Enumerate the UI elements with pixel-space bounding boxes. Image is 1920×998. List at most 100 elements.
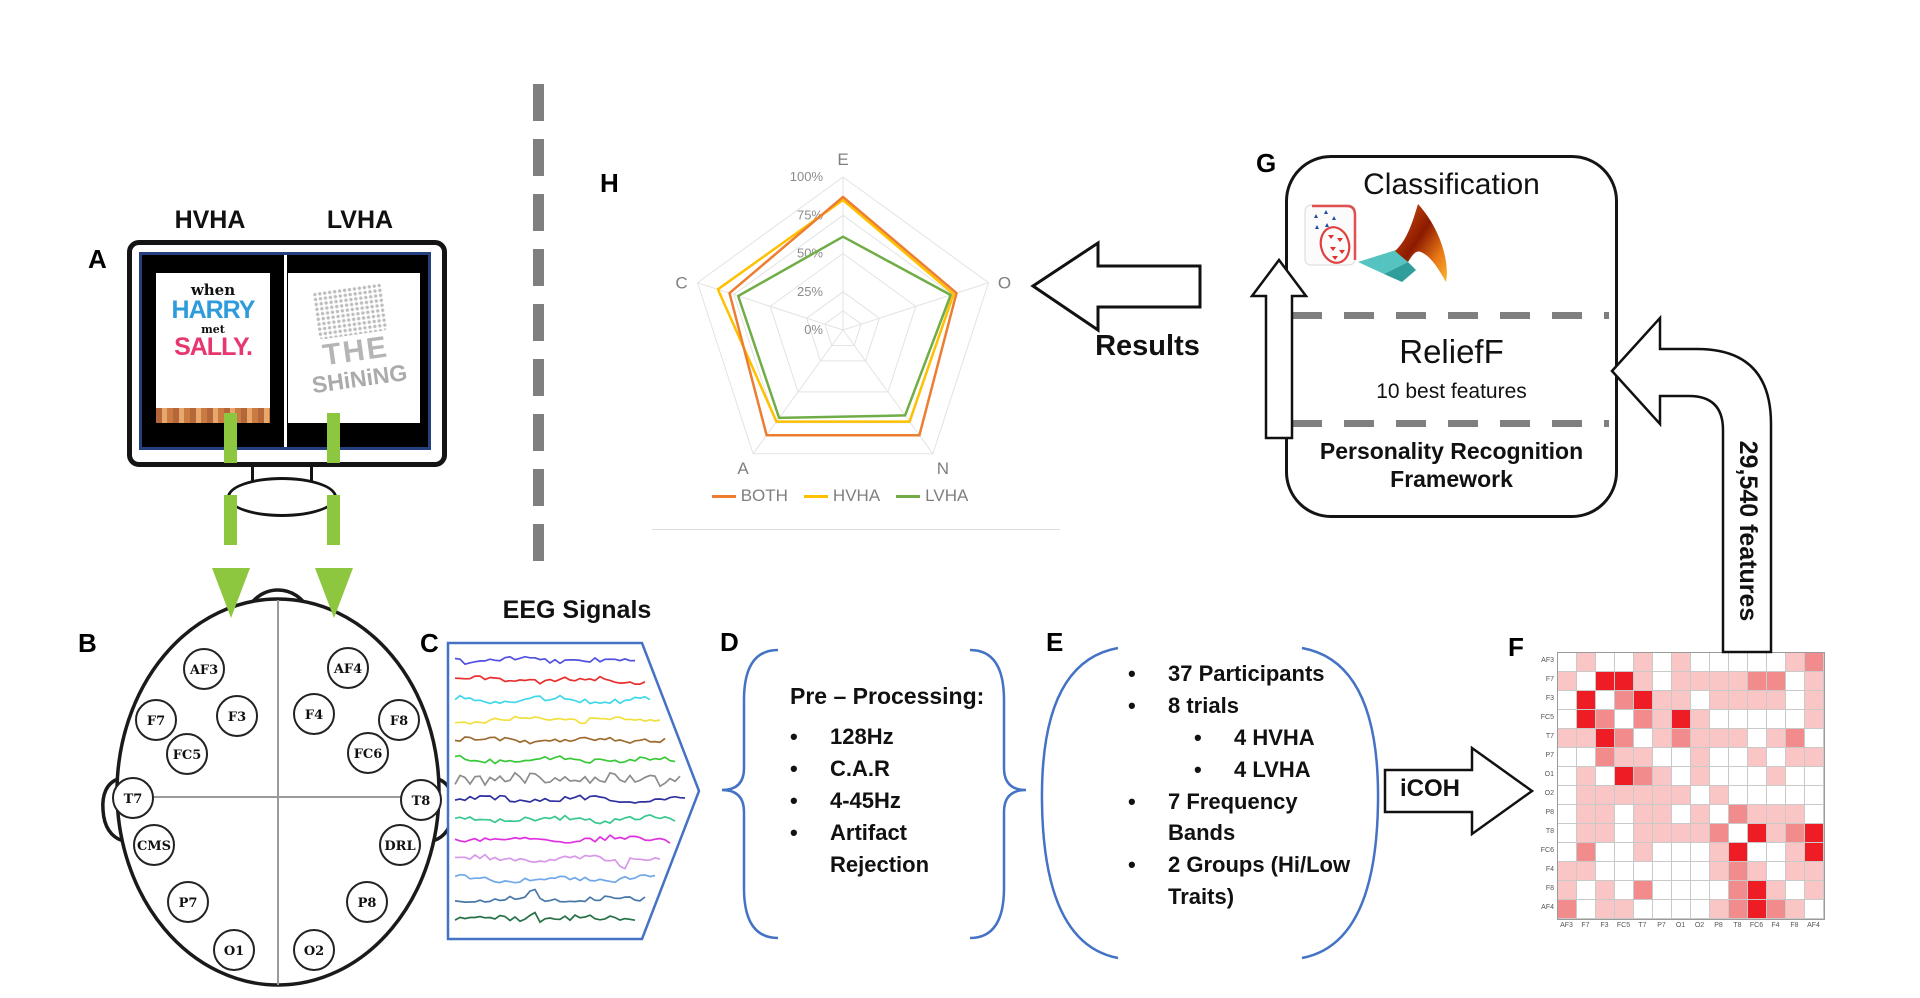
heatmap-cell xyxy=(1577,672,1596,691)
heatmap-cell xyxy=(1558,805,1577,824)
electrode-label: P7 xyxy=(179,896,198,911)
heatmap-cell xyxy=(1748,672,1767,691)
heatmap-cell xyxy=(1672,729,1691,748)
heatmap-row-label: O2 xyxy=(1544,790,1554,797)
experiment-item-text: 37 Participants xyxy=(1168,661,1325,686)
electrode-label: T7 xyxy=(124,792,143,807)
heatmap-cell xyxy=(1558,748,1577,767)
heatmap-cell xyxy=(1786,691,1805,710)
condition-label-lvha: LVHA xyxy=(326,206,394,234)
bullet: • xyxy=(1128,661,1136,686)
heatmap-cell xyxy=(1672,881,1691,900)
results-arrow-label: Results xyxy=(1095,330,1200,362)
heatmap-col-label: FC6 xyxy=(1749,922,1764,929)
heatmap-cell xyxy=(1691,653,1710,672)
bullet: • xyxy=(1128,788,1136,814)
heatmap-cell xyxy=(1710,672,1729,691)
eeg-trace xyxy=(454,911,636,924)
heatmap-row-label: P8 xyxy=(1545,809,1554,816)
heatmap-cell xyxy=(1634,672,1653,691)
electrode-label: FC5 xyxy=(173,748,202,763)
heatmap-cell xyxy=(1634,710,1653,729)
heatmap-cell xyxy=(1672,672,1691,691)
radar-tick-label: 25% xyxy=(797,284,823,299)
radar-axis-label: E xyxy=(837,150,848,169)
radar-gridline xyxy=(769,252,917,393)
heatmap-cell xyxy=(1729,672,1748,691)
heatmap-cell xyxy=(1577,805,1596,824)
heatmap-col-label: T8 xyxy=(1733,922,1742,929)
matlab-membrane xyxy=(1395,204,1447,282)
poster-left-line1: when xyxy=(190,281,236,299)
heatmap-cell xyxy=(1805,881,1824,900)
heatmap-cell xyxy=(1710,843,1729,862)
eeg-trace xyxy=(454,771,681,788)
heatmap-row-label: FC5 xyxy=(1540,714,1554,721)
heatmap-cell xyxy=(1786,767,1805,786)
heatmap-cell xyxy=(1615,729,1634,748)
electrode-t8 xyxy=(400,779,442,821)
experiment-item: •4 HVHA xyxy=(1194,722,1363,754)
heatmap-col-label: P7 xyxy=(1657,922,1666,929)
heatmap-cell xyxy=(1577,748,1596,767)
legend-label: HVHA xyxy=(832,486,881,505)
heatmap-cell xyxy=(1786,729,1805,748)
eeg-trace xyxy=(454,834,671,844)
legend-item-both: BOTH xyxy=(711,486,788,506)
electrode-fc5 xyxy=(166,733,208,775)
heatmap-cell xyxy=(1653,767,1672,786)
heatmap-cell xyxy=(1748,805,1767,824)
heatmap-cell xyxy=(1748,843,1767,862)
matlab-wing-dark xyxy=(1384,262,1416,282)
green-arrow-right-segment xyxy=(327,413,340,463)
legend-item-hvha: HVHA xyxy=(803,486,881,506)
eeg-trace xyxy=(454,736,666,745)
green-arrow-left-segment xyxy=(224,495,237,545)
experiment-item: •8 trials xyxy=(1128,690,1363,722)
heatmap-cell xyxy=(1615,881,1634,900)
bullet: • xyxy=(1194,756,1202,782)
poster-left-line4: SALLY. xyxy=(174,332,253,361)
radar-axis-label: A xyxy=(737,459,749,478)
heatmap-cell xyxy=(1786,843,1805,862)
radar-gridline xyxy=(824,310,862,346)
eeg-trace xyxy=(454,694,651,705)
heatmap-cell xyxy=(1786,653,1805,672)
heatmap-row-label: FC6 xyxy=(1540,847,1554,854)
panel-g-label: G xyxy=(1256,148,1277,178)
radar-series-both xyxy=(728,195,958,437)
heatmap-cell xyxy=(1710,900,1729,919)
bullet: • xyxy=(1128,692,1136,718)
heatmap-cell xyxy=(1596,672,1615,691)
radar-gridline xyxy=(696,176,990,455)
heatmap-cell xyxy=(1710,862,1729,881)
experiment-item-text: 7 Frequency Bands xyxy=(1168,788,1298,846)
heatmap-cell xyxy=(1558,767,1577,786)
classification-title: Classification xyxy=(1363,168,1540,201)
heatmap-cell xyxy=(1615,710,1634,729)
preprocessing-item-text: C.A.R xyxy=(830,756,890,782)
heatmap-cell xyxy=(1710,691,1729,710)
electrode-o2 xyxy=(293,929,335,971)
heatmap-cell xyxy=(1634,900,1653,919)
heatmap-cell xyxy=(1653,824,1672,843)
heatmap-cell xyxy=(1558,786,1577,805)
matlab-wing xyxy=(1358,250,1408,274)
radar-series-lvha xyxy=(736,235,952,420)
electrode-af3 xyxy=(183,648,225,690)
eeg-trace xyxy=(454,675,646,685)
legend-swatch xyxy=(896,494,921,498)
radar-tick-label: 0% xyxy=(804,322,823,337)
heatmap-cell xyxy=(1691,900,1710,919)
preprocessing-item-text: Artifact Rejection xyxy=(830,820,930,877)
electrode-label: F3 xyxy=(228,710,246,725)
heatmap-cell xyxy=(1596,786,1615,805)
bullet: • xyxy=(1128,852,1136,878)
radar-gridline xyxy=(806,291,880,362)
electrode-drl xyxy=(379,824,421,866)
heatmap-cell xyxy=(1577,729,1596,748)
preprocessing-title: Pre – Processing: xyxy=(790,683,985,709)
panel-c-label: C xyxy=(420,628,439,658)
heatmap-cell xyxy=(1805,653,1824,672)
radar-axis-label: O xyxy=(998,274,1011,293)
